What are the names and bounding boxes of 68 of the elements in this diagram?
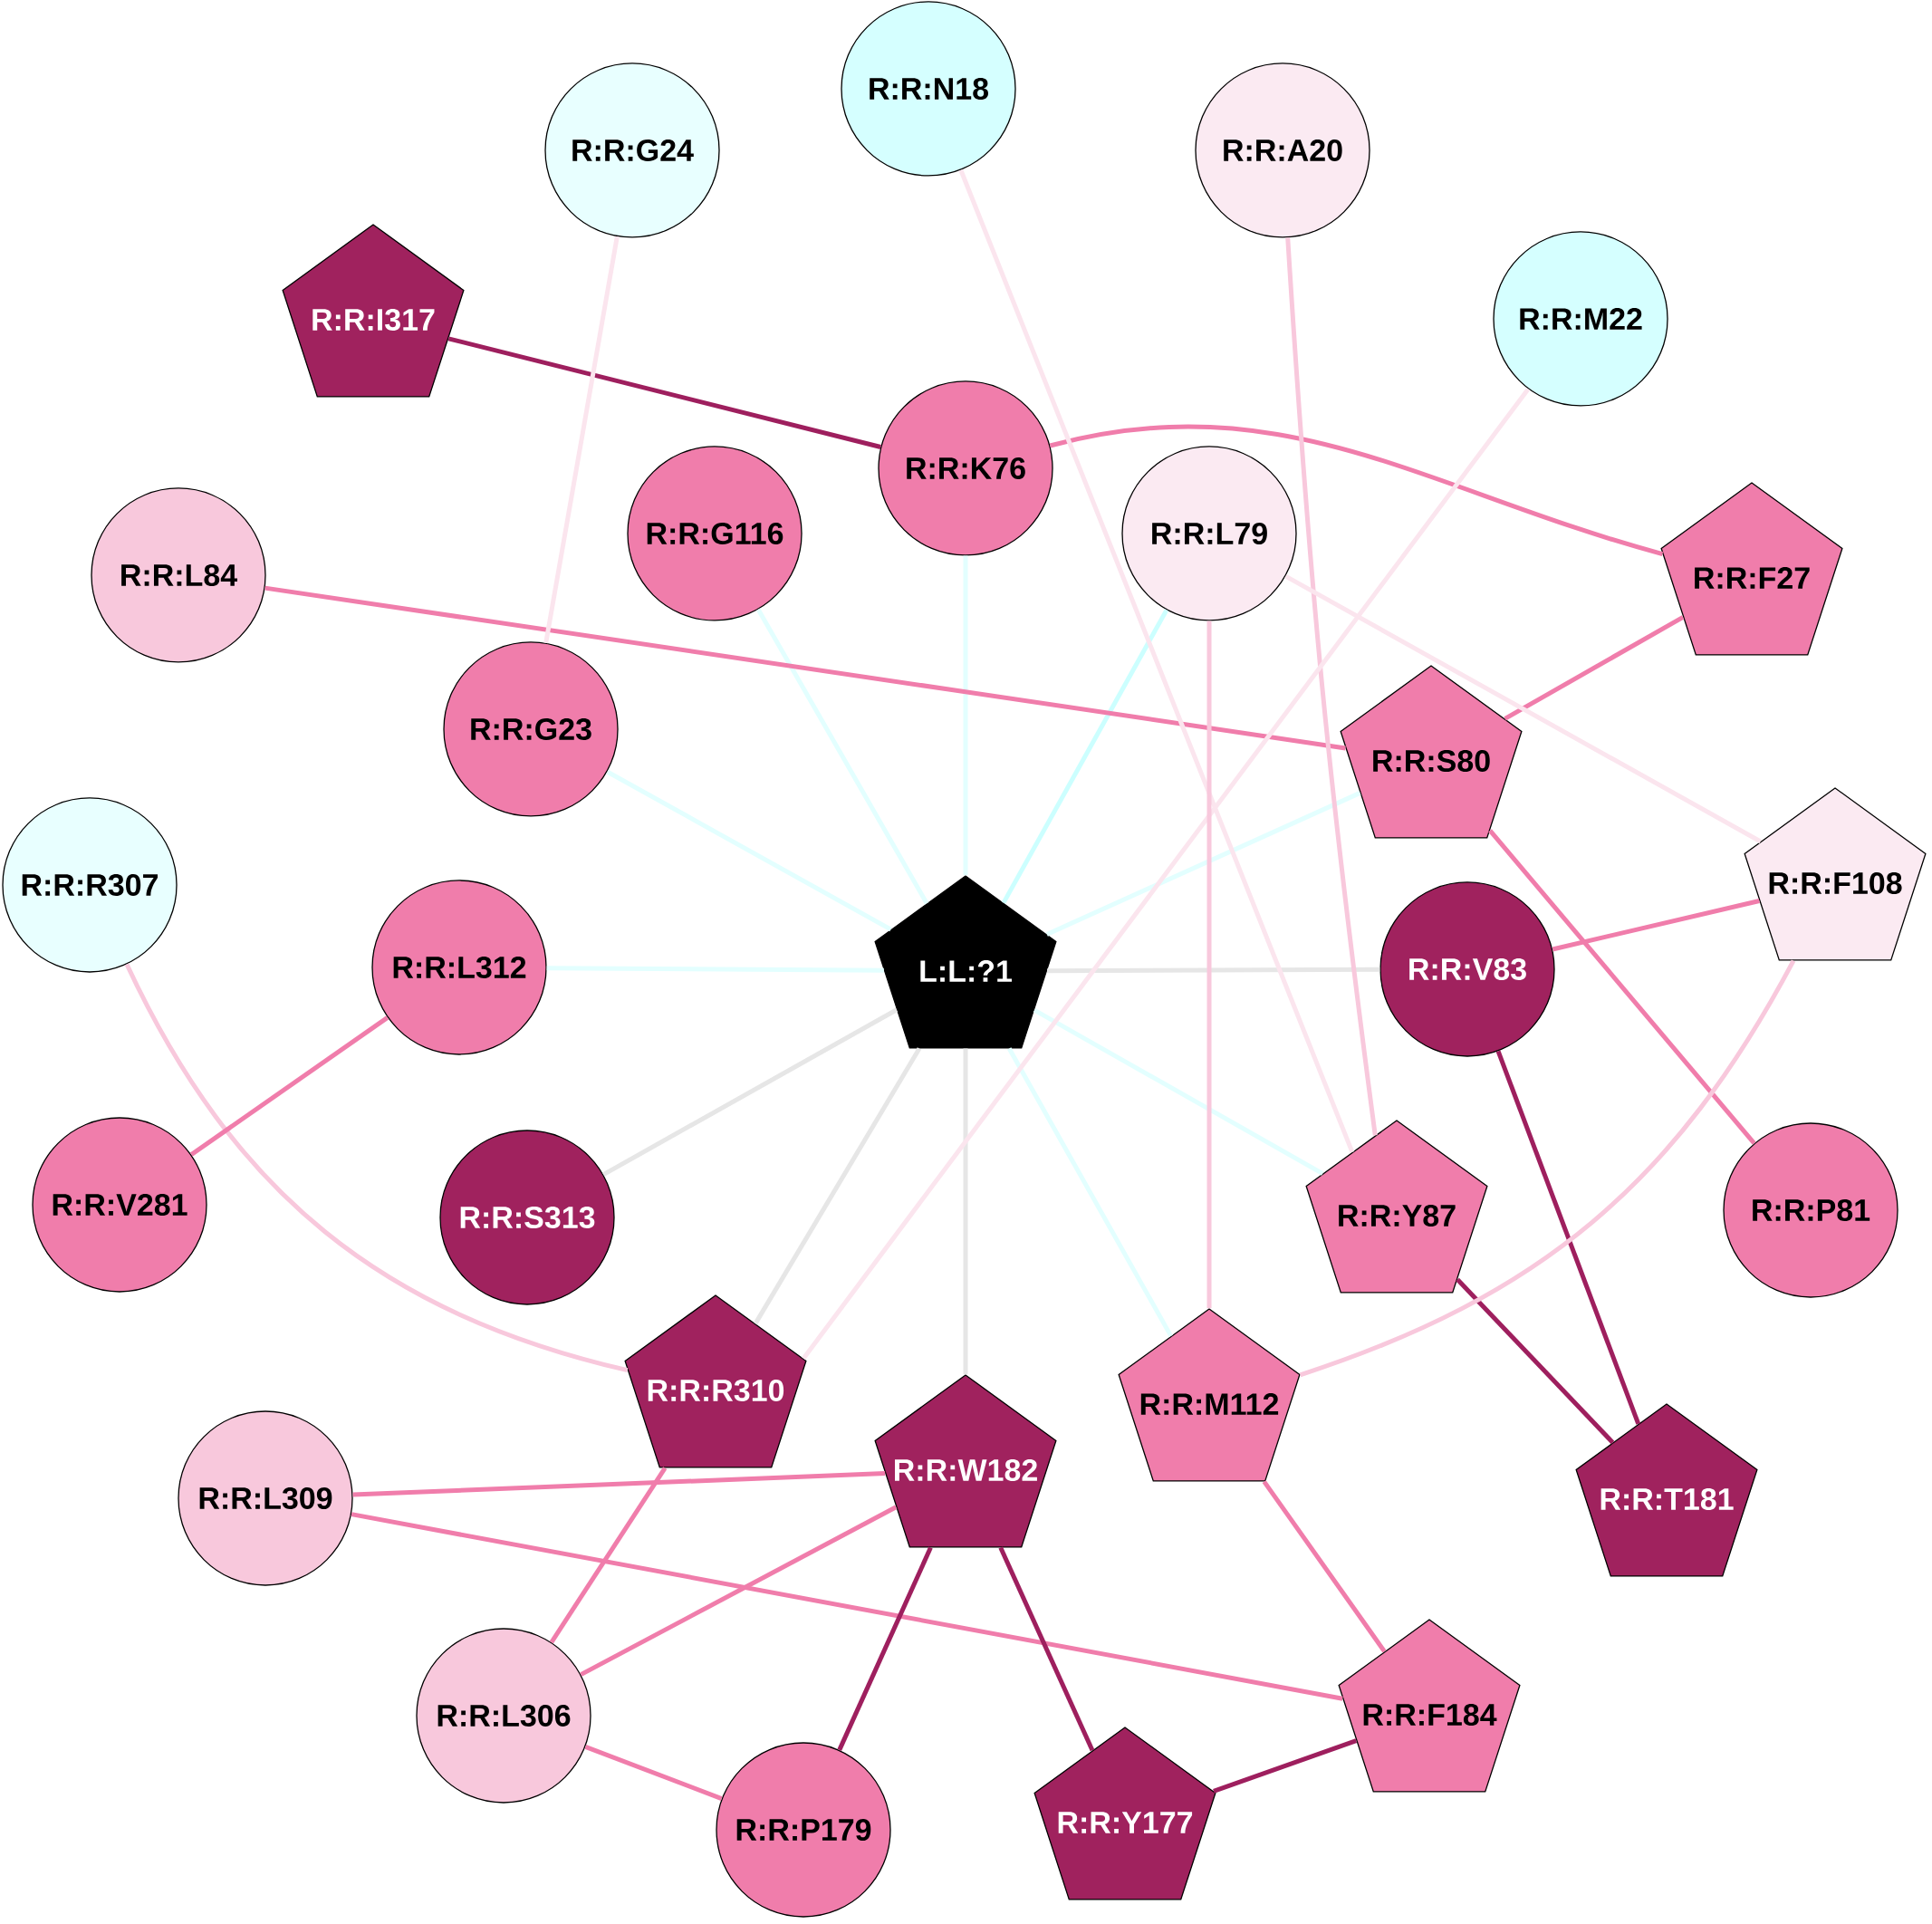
pentagon-node: R:R:R310 <box>624 1294 807 1468</box>
circle-node: R:R:V83 <box>1379 881 1555 1057</box>
edge-line <box>1213 1738 1358 1794</box>
edge-line <box>124 963 629 1373</box>
pentagon-node: R:R:T181 <box>1575 1403 1758 1577</box>
circle-node: R:R:A20 <box>1195 63 1370 238</box>
edge-line <box>1033 1007 1324 1176</box>
edge-line <box>602 1007 899 1177</box>
circle-node: R:R:L84 <box>91 487 266 663</box>
edge-line <box>189 1015 389 1157</box>
edge-line <box>1299 959 1796 1378</box>
pentagon-node: R:R:W182 <box>874 1374 1057 1548</box>
circle-node: R:R:G24 <box>544 63 720 238</box>
edge-line <box>584 1745 723 1801</box>
edge-line <box>549 1467 668 1644</box>
pentagon-node: R:R:F184 <box>1338 1619 1521 1793</box>
pentagon-node: R:R:I317 <box>282 224 465 398</box>
edge-line <box>1049 425 1664 556</box>
circle-node: R:R:L309 <box>178 1410 353 1586</box>
circle-node: R:R:K76 <box>878 380 1053 556</box>
pentagon-node: L:L:?1 <box>874 875 1057 1049</box>
edge-line <box>958 168 1355 1153</box>
pentagon-node: R:R:F108 <box>1744 787 1927 961</box>
edge-line <box>753 1047 922 1325</box>
edge-line <box>1504 615 1685 721</box>
circle-node: R:R:M22 <box>1493 231 1668 407</box>
edge-line <box>755 608 929 905</box>
edge-line <box>546 966 884 973</box>
edge-line <box>1001 609 1169 904</box>
pentagon-node: R:R:S80 <box>1340 665 1523 839</box>
edge-line <box>606 769 892 932</box>
edge-line <box>1456 1277 1615 1445</box>
edge-line <box>1262 1480 1387 1653</box>
edge-line <box>580 1505 898 1677</box>
pentagon-node: R:R:F27 <box>1660 482 1843 656</box>
edge-line <box>1285 237 1378 1136</box>
pentagon-node: R:R:Y177 <box>1033 1727 1216 1900</box>
edge-line <box>1284 573 1762 844</box>
edge-line <box>1206 620 1212 1309</box>
edge-line <box>1495 1050 1641 1425</box>
pentagon-node: R:R:M112 <box>1118 1308 1301 1482</box>
circle-node: R:R:N18 <box>841 1 1016 177</box>
edge-line <box>264 585 1346 751</box>
circle-node: R:R:S313 <box>439 1130 615 1305</box>
circle-node: R:R:P179 <box>716 1742 891 1918</box>
edge-line <box>543 236 620 644</box>
circle-node: R:R:G116 <box>627 446 803 621</box>
circle-node: R:R:R307 <box>2 797 178 973</box>
circle-node: R:R:L306 <box>416 1628 591 1804</box>
edge-line <box>963 1048 968 1375</box>
circle-node: R:R:P81 <box>1723 1122 1898 1298</box>
edge-line <box>1488 829 1756 1145</box>
circle-node: R:R:G23 <box>443 641 619 817</box>
edge-line <box>1047 967 1380 974</box>
edge-line <box>352 1471 886 1497</box>
circle-node: R:R:L79 <box>1121 446 1297 621</box>
edge-line <box>351 1512 1343 1701</box>
circle-node: R:R:V281 <box>32 1117 207 1293</box>
edge-line <box>837 1546 933 1751</box>
edge-line <box>998 1546 1095 1752</box>
edge-line <box>1552 899 1760 952</box>
edge-line <box>1045 791 1361 937</box>
edge-line <box>447 336 881 449</box>
pentagon-node: R:R:Y87 <box>1305 1120 1488 1294</box>
edge-line <box>1007 1047 1173 1338</box>
edge-line <box>963 555 968 876</box>
edge-line <box>802 387 1531 1361</box>
circle-node: R:R:L312 <box>371 880 547 1055</box>
